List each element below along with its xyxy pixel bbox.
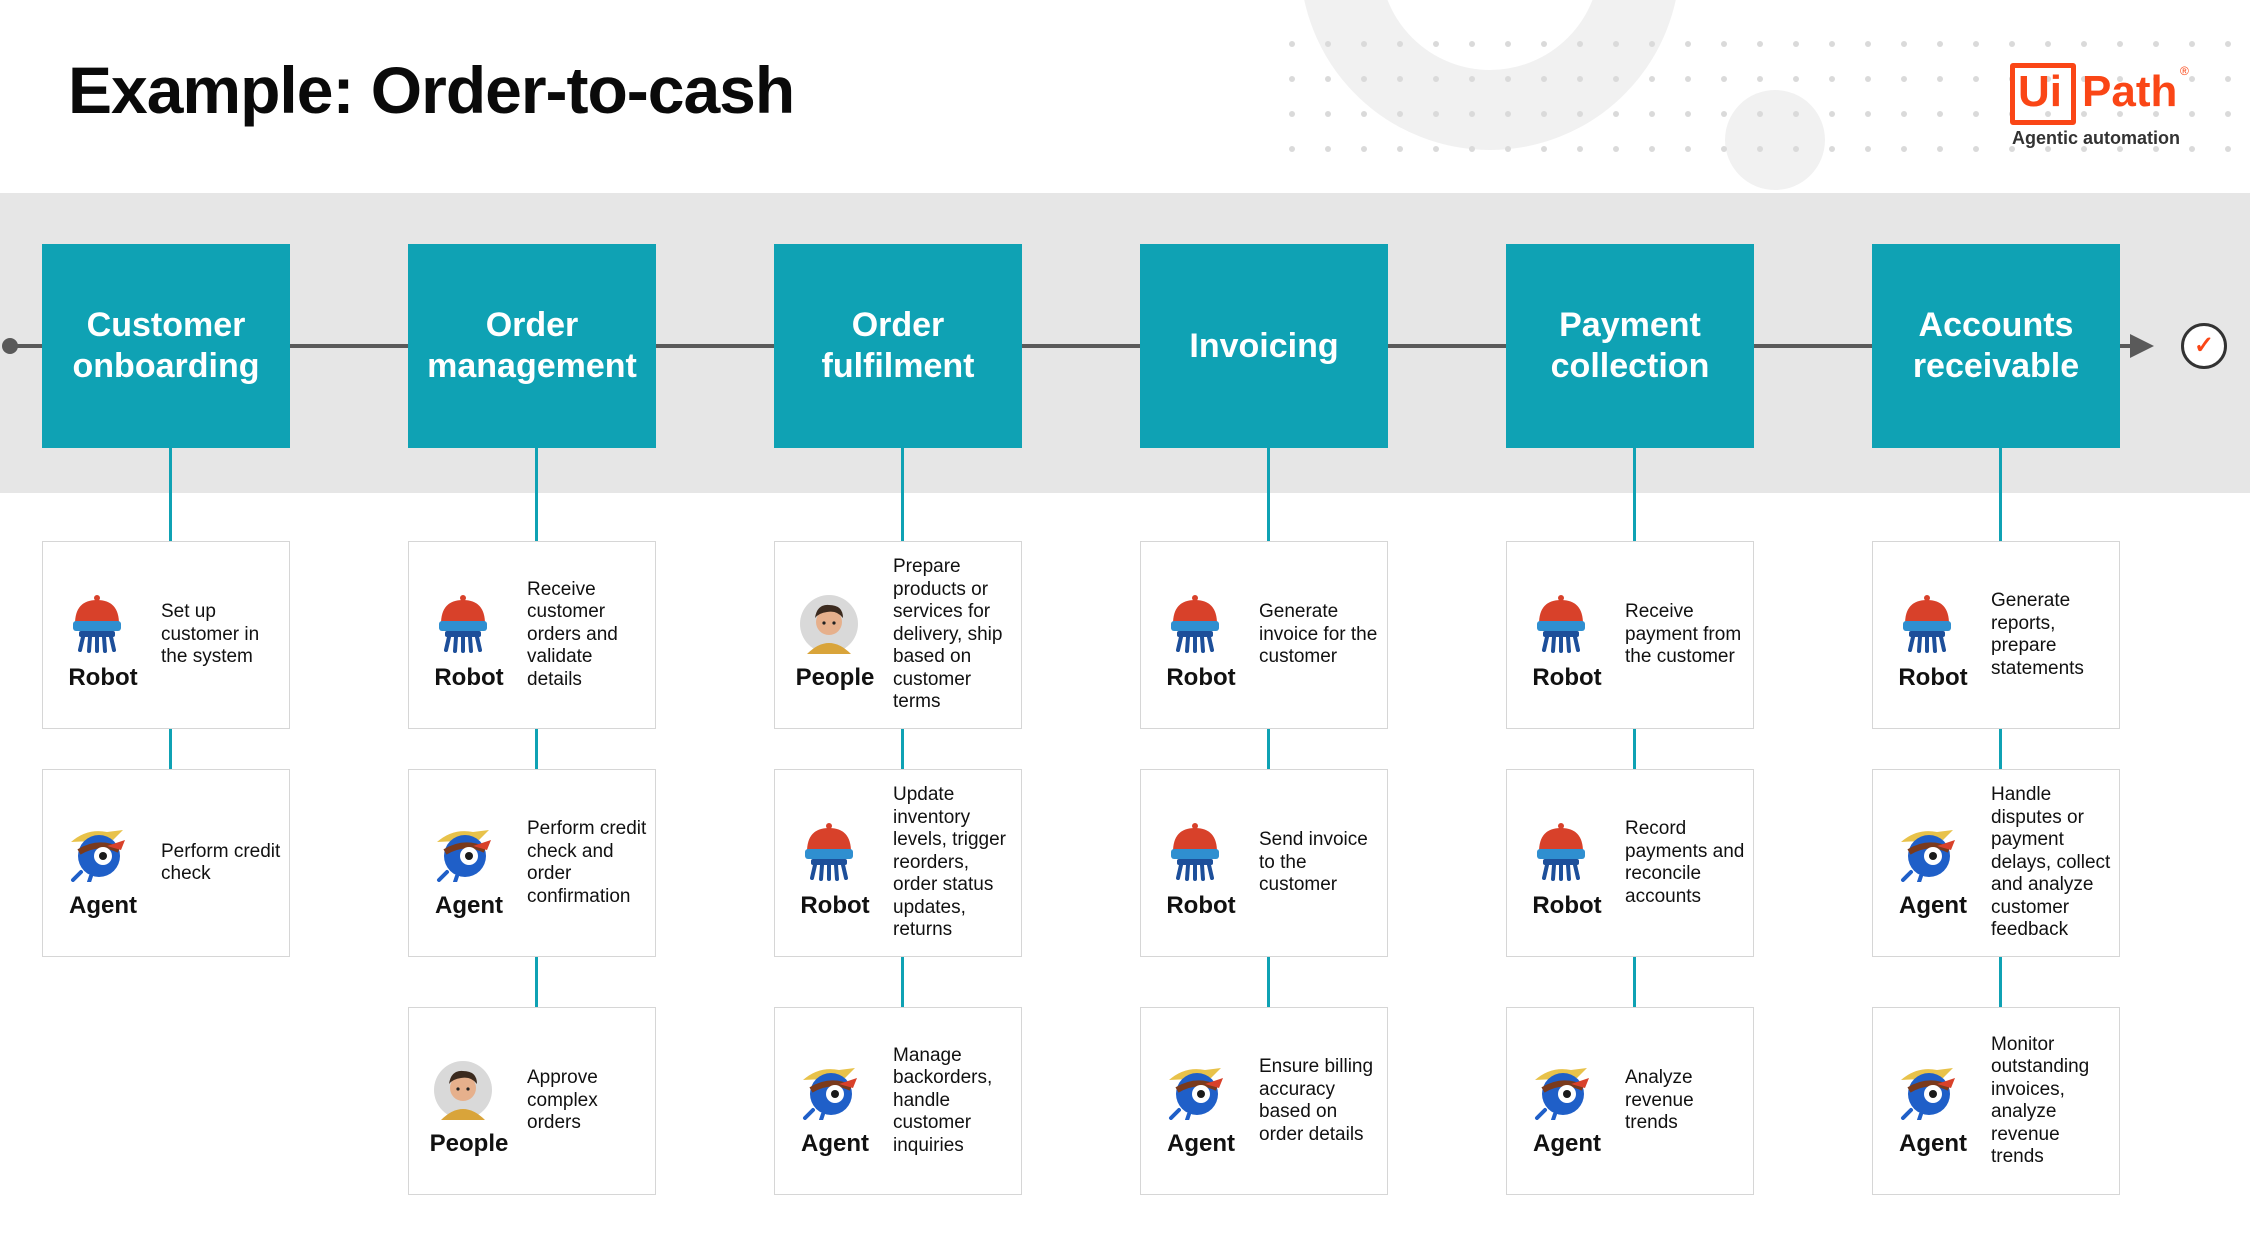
task-description: Perform credit check [161, 840, 281, 885]
task-description: Perform credit check and order confirmat… [527, 818, 647, 907]
stage-customer-onboarding: Customer onboarding [42, 244, 290, 448]
robot-icon [67, 594, 127, 654]
task-card: Robot Generate invoice for the customer [1140, 541, 1388, 729]
robot-icon [1165, 822, 1225, 882]
logo-ui-text: Ui [2018, 67, 2062, 116]
agent-icon [799, 1060, 859, 1122]
task-description: Manage backorders, handle customer inqui… [893, 1044, 993, 1156]
stage-invoicing: Invoicing [1140, 244, 1388, 448]
task-description: Generate reports, prepare statements [1991, 590, 2084, 679]
flow-start-dot [2, 338, 18, 354]
page-title: Example: Order-to-cash [68, 53, 795, 127]
actor-label: People [429, 1130, 509, 1157]
task-card: Agent Analyze revenue trends [1506, 1007, 1754, 1195]
stage-order-management: Order management [408, 244, 656, 448]
actor-label: Robot [1166, 892, 1236, 919]
task-card: Agent Manage backorders, handle customer … [774, 1007, 1022, 1195]
actor-label: Robot [1898, 664, 1968, 691]
task-description: Send invoice to the customer [1259, 829, 1368, 896]
actor-label: Robot [800, 892, 870, 919]
actor-label: Agent [435, 892, 503, 919]
robot-icon [799, 822, 859, 882]
task-description: Handle disputes or payment delays, colle… [1991, 784, 2111, 941]
robot-icon [1531, 594, 1591, 654]
actor-label: Agent [69, 892, 137, 919]
actor-label: Robot [1166, 664, 1236, 691]
task-card: People Approve complex orders [408, 1007, 656, 1195]
actor-label: Agent [1167, 1130, 1235, 1157]
task-description: Record payments and reconcile accounts [1625, 818, 1745, 907]
task-description: Analyze revenue trends [1625, 1067, 1694, 1134]
task-card: Robot Set up customer in the system [42, 541, 290, 729]
task-description: Update inventory levels, trigger reorder… [893, 784, 1006, 941]
task-card: Agent Perform credit check [42, 769, 290, 957]
logo-frame [2010, 63, 2076, 125]
logo-path-text: Path [2082, 67, 2178, 116]
actor-label: Agent [1899, 1130, 1967, 1157]
task-card: Robot Update inventory levels, trigger re… [774, 769, 1022, 957]
actor-label: Agent [801, 1130, 869, 1157]
agent-icon [67, 822, 127, 884]
task-card: Robot Send invoice to the customer [1140, 769, 1388, 957]
stage-payment-collection: Payment collection [1506, 244, 1754, 448]
process-flow-line [10, 344, 2130, 348]
actor-label: Agent [1533, 1130, 1601, 1157]
task-card: Robot Generate reports, prepare statement… [1872, 541, 2120, 729]
task-card: Agent Ensure billing accuracy based on or… [1140, 1007, 1388, 1195]
agent-icon [1897, 1060, 1957, 1122]
robot-icon [1897, 594, 1957, 654]
task-card: Agent Monitor outstanding invoices, analy… [1872, 1007, 2120, 1195]
task-description: Generate invoice for the customer [1259, 601, 1378, 668]
task-card: Agent Perform credit check and order conf… [408, 769, 656, 957]
task-description: Prepare products or services for deliver… [893, 556, 1003, 713]
checkmark-circle-icon: ✓ [2181, 323, 2227, 369]
agent-icon [1531, 1060, 1591, 1122]
task-card: People Prepare products or services for d… [774, 541, 1022, 729]
actor-label: Robot [1532, 892, 1602, 919]
robot-icon [1531, 822, 1591, 882]
task-description: Set up customer in the system [161, 601, 260, 668]
task-description: Receive payment from the customer [1625, 601, 1742, 668]
robot-icon [1165, 594, 1225, 654]
agent-icon [433, 822, 493, 884]
actor-label: Robot [434, 664, 504, 691]
task-card: Robot Receive payment from the customer [1506, 541, 1754, 729]
flow-arrow-icon [2130, 334, 2154, 358]
decorative-disc [1725, 90, 1825, 190]
agent-icon [1165, 1060, 1225, 1122]
person-icon [433, 1060, 493, 1120]
task-description: Monitor outstanding invoices, analyze re… [1991, 1033, 2090, 1168]
uipath-logo: Ui Path ® Agentic automation [2010, 60, 2190, 160]
logo-registered-mark: ® [2180, 64, 2189, 78]
task-card: Agent Handle disputes or payment delays, … [1872, 769, 2120, 957]
stage-accounts-receivable: Accounts receivable [1872, 244, 2120, 448]
task-description: Receive customer orders and validate det… [527, 578, 618, 690]
actor-label: People [795, 664, 875, 691]
agent-icon [1897, 822, 1957, 884]
actor-label: Robot [1532, 664, 1602, 691]
robot-icon [433, 594, 493, 654]
actor-label: Agent [1899, 892, 1967, 919]
task-card: Robot Receive customer orders and validat… [408, 541, 656, 729]
person-icon [799, 594, 859, 654]
task-description: Ensure billing accuracy based on order d… [1259, 1056, 1374, 1145]
task-description: Approve complex orders [527, 1067, 598, 1134]
logo-tagline: Agentic automation [2012, 128, 2181, 148]
actor-label: Robot [68, 664, 138, 691]
decorative-dot-grid [1289, 41, 2231, 152]
stage-order-fulfilment: Order fulfilment [774, 244, 1022, 448]
task-card: Robot Record payments and reconcile accou… [1506, 769, 1754, 957]
